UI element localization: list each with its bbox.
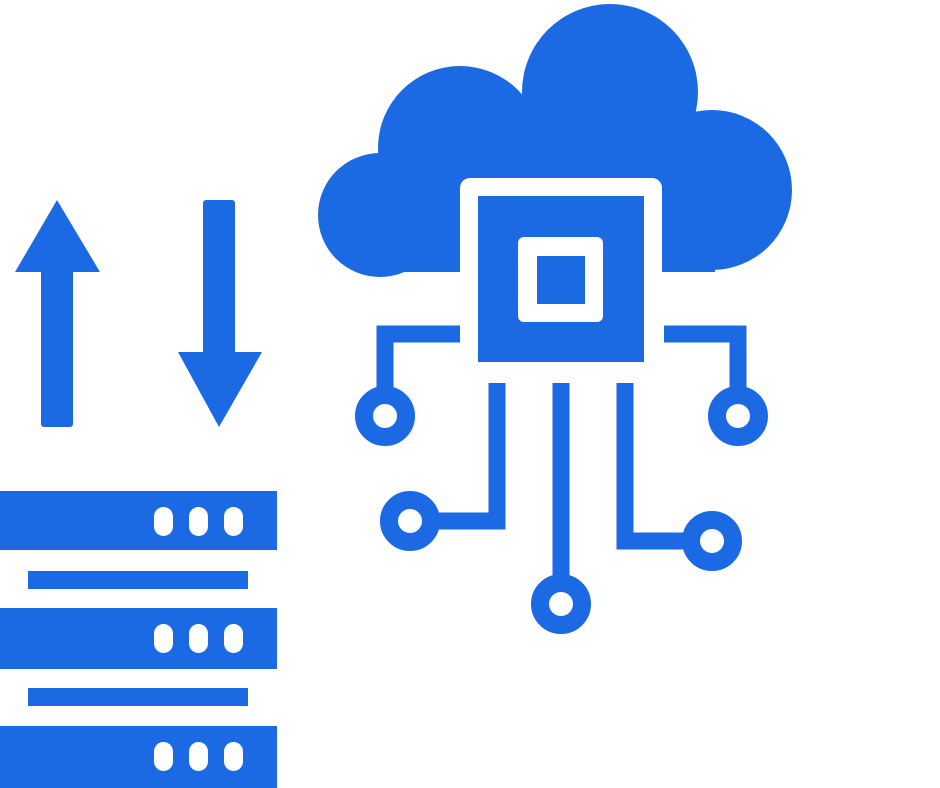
server-unit: [0, 491, 277, 550]
chip-icon: [460, 178, 662, 380]
arrow-up-icon: [15, 200, 100, 427]
server-unit: [0, 608, 277, 669]
rack-rail: [28, 688, 248, 706]
indicator-light: [224, 742, 243, 771]
circuit-node-icon: [355, 386, 415, 446]
rack-rail: [28, 571, 248, 589]
circuit-node-icon: [531, 574, 591, 634]
indicator-light: [224, 624, 243, 653]
arrow-down-icon: [178, 200, 262, 427]
indicator-light: [154, 507, 173, 536]
circuit-node-icon: [682, 511, 742, 571]
indicator-light: [189, 507, 208, 536]
indicator-light: [154, 624, 173, 653]
indicator-light: [154, 742, 173, 771]
indicator-light: [189, 742, 208, 771]
circuit-node-icon: [380, 491, 440, 551]
circuit-traces: [376, 325, 747, 575]
indicator-light: [189, 624, 208, 653]
circuit-node-icon: [708, 386, 768, 446]
server-rack-icon: [0, 491, 277, 788]
indicator-light: [224, 507, 243, 536]
circuit-nodes: [355, 386, 768, 634]
server-unit: [0, 726, 277, 788]
